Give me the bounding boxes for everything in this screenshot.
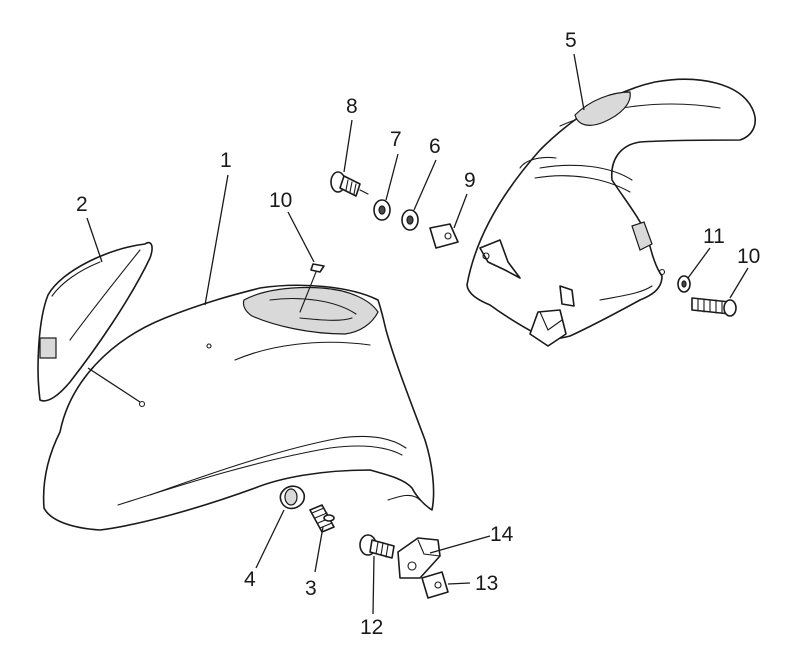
callout-13: 13: [475, 572, 498, 595]
leader-9: [453, 193, 468, 229]
washer-11-part: [677, 275, 691, 293]
callout-6: 6: [429, 135, 441, 158]
leader-4: [255, 509, 285, 569]
washer-6-part: [401, 209, 419, 231]
leader-5: [573, 53, 585, 111]
callout-14: 14: [490, 523, 514, 546]
leader-10b: [729, 267, 749, 299]
front-mudguard-part: [42, 284, 435, 531]
clip-nut-13-part: [421, 571, 449, 599]
leader-1: [204, 174, 229, 306]
screw-3-part: [309, 504, 335, 533]
screw-8-part: [330, 171, 369, 197]
washer-7-part: [373, 199, 391, 221]
screw-10b-part: [691, 297, 737, 317]
clip-nut-9-part: [429, 223, 459, 249]
bracket-14-part: [397, 537, 441, 579]
leader-2: [86, 217, 103, 263]
grommet-4-part: [279, 485, 306, 510]
rear-mudguard-part: [466, 78, 756, 347]
leader-3: [314, 526, 324, 573]
callout-2: 2: [76, 193, 88, 216]
leader-13: [447, 582, 471, 585]
callout-12: 12: [360, 616, 383, 639]
leader-14: [429, 535, 491, 554]
leader-8: [343, 119, 353, 173]
trim-insert-part: [37, 241, 153, 408]
callout-4: 4: [244, 568, 256, 591]
callout-5: 5: [565, 29, 577, 52]
leader-11: [687, 247, 711, 279]
leader-10a: [287, 211, 315, 263]
leader-12: [372, 555, 375, 615]
screw-12-part: [359, 534, 395, 559]
callout-7: 7: [390, 128, 402, 151]
callout-11: 11: [703, 225, 725, 248]
callout-3: 3: [305, 577, 317, 600]
leader-6: [413, 159, 437, 211]
screw-10a-part: [299, 263, 325, 313]
callout-10b: 10: [737, 245, 760, 268]
leader-7: [385, 153, 399, 201]
callout-1: 1: [220, 149, 232, 172]
callout-9: 9: [464, 169, 476, 192]
callout-10a: 10: [269, 189, 292, 212]
callout-8: 8: [346, 95, 358, 118]
